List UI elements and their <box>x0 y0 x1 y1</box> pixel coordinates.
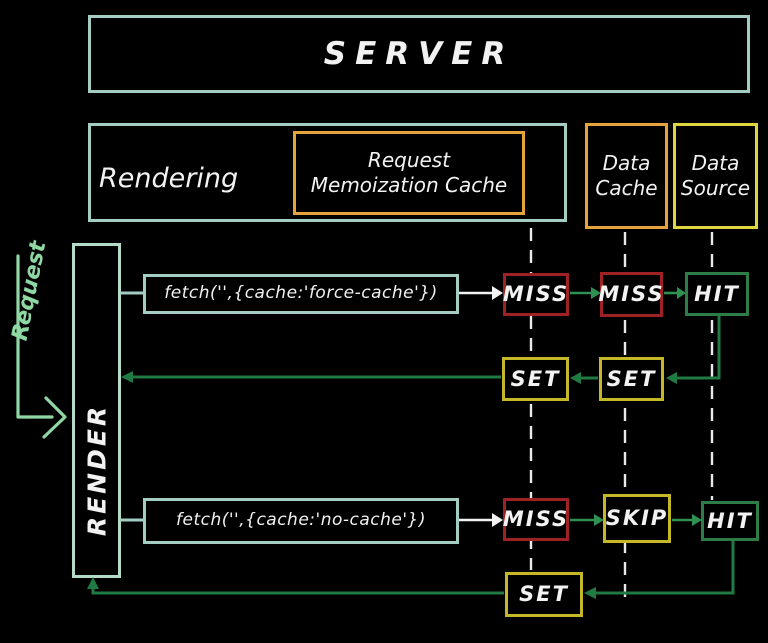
flow2-fetch-box: fetch('',{cache:'no-cache'}) <box>143 498 459 544</box>
flow1-datasource-hit-box: HIT <box>685 272 749 316</box>
flow2-datacache-set-label: SET <box>519 582 569 607</box>
flow1-set-to-set-return <box>570 372 598 384</box>
data-source-label-line2: Source <box>680 176 751 200</box>
memo-cache-label-line2: Memoization Cache <box>310 173 508 197</box>
flow1-datacache-miss-box: MISS <box>598 272 665 317</box>
flow2-memo-miss-label: MISS <box>502 507 570 532</box>
flow2-datasource-hit-box: HIT <box>701 501 759 541</box>
flow1-set-to-render-return <box>121 371 501 383</box>
flow1-memo-set-label: SET <box>510 366 561 391</box>
data-cache-label-line1: Data <box>602 151 651 175</box>
flow1-memo-miss-box: MISS <box>503 273 569 316</box>
incoming-request-label: Request <box>7 239 52 343</box>
flow1-hit-to-set-return <box>666 316 721 384</box>
render-label: RENDER <box>81 403 111 536</box>
flow2-datasource-hit-label: HIT <box>707 508 753 533</box>
flow2-memo-miss-box: MISS <box>503 498 569 541</box>
data-cache-label-line2: Cache <box>595 176 658 200</box>
flow2-set-to-render-return <box>87 577 504 595</box>
data-source-box: Data Source <box>673 123 758 229</box>
flow1-datacache-set-label: SET <box>606 366 657 391</box>
flow2-datacache-skip-box: SKIP <box>603 494 671 543</box>
flow2-fetch-label: fetch('',{cache:'no-cache'}) <box>176 510 426 531</box>
flow1-memo-miss-label: MISS <box>502 282 570 307</box>
flow2-hit-to-set-return <box>584 541 735 599</box>
flow2-datacache-skip-label: SKIP <box>605 506 669 531</box>
memo-cache-label-line1: Request <box>367 148 451 172</box>
server-box: SERVER <box>88 15 750 93</box>
rendering-label: Rendering <box>99 163 239 194</box>
flow1-fetch-to-miss-arrow <box>459 286 503 300</box>
request-memoization-cache-box: Request Memoization Cache <box>293 131 525 215</box>
flow2-skip-to-hit-arrow <box>672 514 702 526</box>
flow1-datacache-miss-label: MISS <box>598 282 665 307</box>
flow1-datacache-set-box: SET <box>599 357 664 401</box>
server-label: SERVER <box>323 35 515 72</box>
flow1-miss-to-miss-arrow <box>570 287 601 299</box>
flow1-miss-to-hit-arrow <box>664 287 686 299</box>
flow1-datasource-hit-label: HIT <box>694 281 740 306</box>
flow1-fetch-box: fetch('',{cache:'force-cache'}) <box>143 274 459 314</box>
flow2-datacache-set-box: SET <box>505 572 583 617</box>
flow1-fetch-label: fetch('',{cache:'force-cache'}) <box>164 283 438 304</box>
flow1-memo-set-box: SET <box>502 357 569 401</box>
render-box: RENDER <box>72 243 121 578</box>
flow2-miss-to-skip-arrow <box>570 514 604 526</box>
flow2-fetch-to-miss-arrow <box>459 513 503 527</box>
data-source-label-line1: Data <box>691 151 740 175</box>
data-cache-box: Data Cache <box>585 123 668 229</box>
